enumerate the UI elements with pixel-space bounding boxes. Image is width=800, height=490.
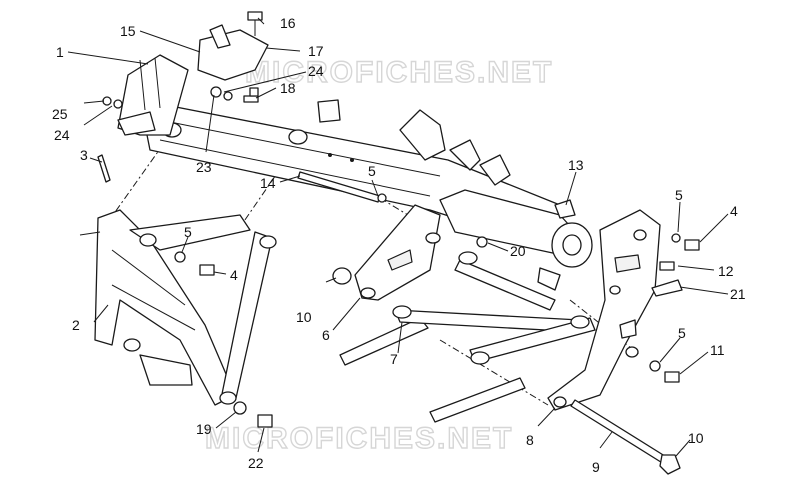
callout-11: 11 xyxy=(710,342,725,358)
swingarm-tube xyxy=(439,189,593,268)
cover-plate xyxy=(197,24,269,81)
callout-21: 21 xyxy=(730,286,746,302)
callout-9: 9 xyxy=(592,459,600,475)
callout-5-left: 5 xyxy=(184,224,192,240)
right-side-plate xyxy=(547,209,661,411)
callout-7: 7 xyxy=(390,351,398,367)
callout-24-left: 24 xyxy=(54,127,70,143)
callout-24-top: 24 xyxy=(308,63,324,79)
center-bracket xyxy=(354,204,441,301)
callout-17: 17 xyxy=(308,43,324,59)
callout-labels: 1 25 24 3 2 15 16 17 24 18 23 14 5 5 4 1… xyxy=(52,15,746,475)
callout-1: 1 xyxy=(56,44,64,60)
callout-5-center: 5 xyxy=(368,163,376,179)
callout-25: 25 xyxy=(52,106,68,122)
callout-5-right-top: 5 xyxy=(675,187,683,203)
callout-13: 13 xyxy=(568,157,584,173)
watermark-bottom: MICROFICHES.NET xyxy=(205,422,513,455)
link-rods xyxy=(339,251,596,423)
leader-lines xyxy=(67,17,729,457)
callout-14: 14 xyxy=(260,175,276,191)
watermark-top: MICROFICHES.NET xyxy=(245,56,553,89)
callout-4-left: 4 xyxy=(230,267,238,283)
callout-19: 19 xyxy=(196,421,212,437)
callout-2: 2 xyxy=(72,317,80,333)
callout-4-right: 4 xyxy=(730,203,738,219)
callout-16: 16 xyxy=(280,15,296,31)
callout-8: 8 xyxy=(526,432,534,448)
callout-3: 3 xyxy=(80,147,88,163)
callout-6: 6 xyxy=(322,327,330,343)
callout-20: 20 xyxy=(510,243,526,259)
headstock-bracket xyxy=(117,54,189,136)
callout-15: 15 xyxy=(120,23,136,39)
left-subframe xyxy=(79,209,277,406)
callout-10-right: 10 xyxy=(688,430,704,446)
callout-5-right-bottom: 5 xyxy=(678,325,686,341)
callout-18: 18 xyxy=(280,80,296,96)
hardware xyxy=(97,11,700,428)
callout-23: 23 xyxy=(196,159,212,175)
callout-10-left: 10 xyxy=(296,309,312,325)
callout-12: 12 xyxy=(718,263,734,279)
long-bolt xyxy=(570,399,681,475)
callout-22: 22 xyxy=(248,455,264,471)
